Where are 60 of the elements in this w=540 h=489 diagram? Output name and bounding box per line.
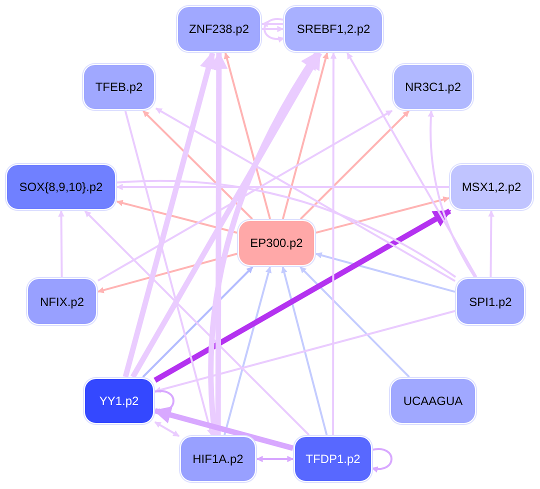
arrow bbox=[142, 110, 253, 220]
arrow bbox=[130, 51, 322, 378]
node-label: MSX1,2.p2 bbox=[462, 180, 522, 194]
arrow bbox=[154, 310, 456, 393]
arrow bbox=[428, 110, 476, 278]
arrow bbox=[300, 266, 410, 378]
gene-node bbox=[27, 278, 97, 325]
gene-node bbox=[450, 164, 533, 210]
gene-node bbox=[180, 436, 256, 482]
arrow bbox=[315, 252, 456, 293]
arrow bbox=[116, 200, 238, 234]
arrow bbox=[371, 448, 392, 472]
arrow bbox=[282, 52, 329, 220]
arrow bbox=[154, 421, 180, 438]
arrow bbox=[346, 52, 478, 278]
node-label: NR3C1.p2 bbox=[404, 80, 462, 94]
arrow bbox=[300, 110, 410, 220]
node-label: TFDP1.p2 bbox=[306, 452, 360, 466]
node-label: SOX{8,9,10}.p2 bbox=[19, 180, 103, 194]
arrow bbox=[316, 196, 450, 234]
gene-node bbox=[390, 378, 476, 424]
arrow bbox=[330, 52, 337, 435]
arrow bbox=[224, 52, 272, 220]
arrow bbox=[256, 456, 294, 462]
gene-node bbox=[83, 64, 155, 110]
arrow bbox=[58, 210, 64, 277]
arrow bbox=[224, 266, 272, 436]
node-label: HIF1A.p2 bbox=[192, 452, 244, 466]
arrow bbox=[153, 406, 294, 451]
arrow bbox=[122, 51, 217, 378]
arrow bbox=[116, 184, 449, 190]
gene-node bbox=[294, 436, 372, 482]
gene-node bbox=[393, 64, 473, 110]
node-label: EP300.p2 bbox=[250, 236, 303, 250]
gene-node bbox=[238, 220, 315, 266]
arrow bbox=[124, 110, 214, 436]
node-label: UCAAGUA bbox=[403, 394, 463, 408]
arrow bbox=[97, 252, 238, 294]
arrow bbox=[264, 18, 285, 42]
gene-node bbox=[84, 378, 154, 424]
arrow bbox=[155, 108, 456, 282]
node-label: SPI1.p2 bbox=[469, 294, 512, 308]
arrow bbox=[488, 210, 494, 277]
gene-node bbox=[6, 164, 116, 210]
node-label: SREBF1,2.p2 bbox=[296, 22, 370, 36]
arrow bbox=[142, 266, 254, 378]
arrow bbox=[154, 208, 452, 383]
gene-node bbox=[284, 6, 383, 52]
arrow bbox=[208, 52, 320, 436]
node-label: NFIX.p2 bbox=[40, 294, 84, 308]
arrow bbox=[281, 266, 328, 436]
node-label: ZNF238.p2 bbox=[188, 22, 250, 36]
arrow bbox=[98, 110, 393, 282]
arrow bbox=[262, 26, 284, 32]
arrow bbox=[84, 210, 310, 436]
node-label: YY1.p2 bbox=[99, 394, 139, 408]
arrow bbox=[261, 20, 283, 28]
gene-node bbox=[177, 6, 261, 52]
node-label: TFEB.p2 bbox=[95, 80, 143, 94]
gene-node bbox=[456, 278, 525, 325]
